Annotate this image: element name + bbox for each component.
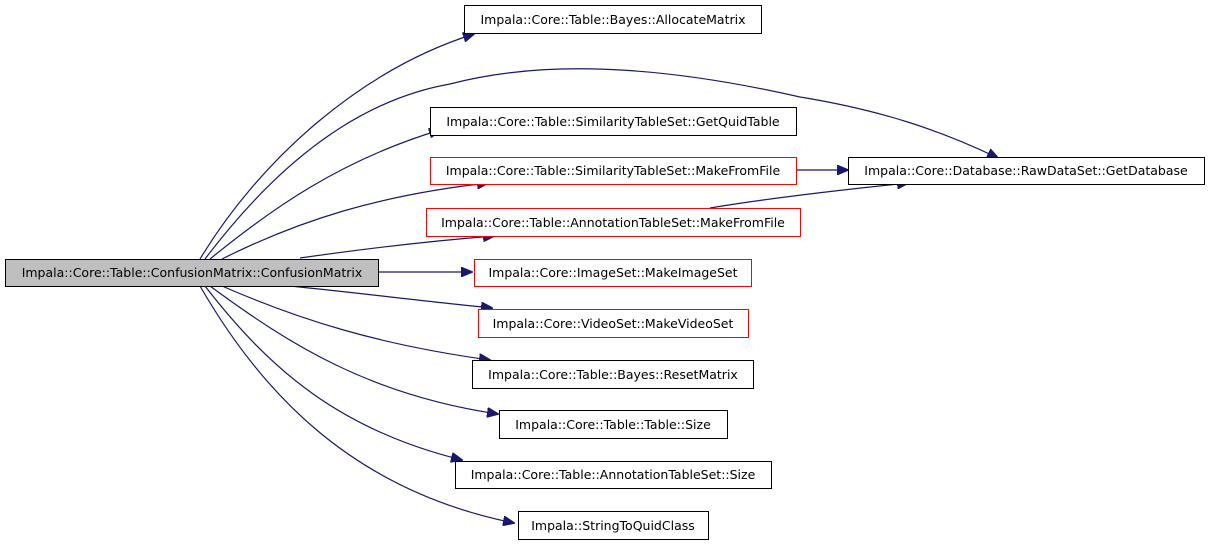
edge-root-to-annmake [299,236,494,259]
node-label: Impala::Core::Table::AnnotationTableSet:… [441,215,785,230]
node-label: Impala::Core::Table::Table::Size [515,417,711,432]
node-annotation-make-from-file[interactable]: Impala::Core::Table::AnnotationTableSet:… [426,208,801,237]
edge-root-to-getdb [204,68,998,260]
node-label: Impala::Core::Table::Bayes::AllocateMatr… [481,12,746,27]
node-label: Impala::StringToQuidClass [531,518,695,533]
node-label: Impala::Core::Table::ConfusionMatrix::Co… [22,265,363,280]
node-label: Impala::Core::Table::AnnotationTableSet:… [471,467,756,482]
node-allocate-matrix[interactable]: Impala::Core::Table::Bayes::AllocateMatr… [464,5,762,34]
node-make-image-set[interactable]: Impala::Core::ImageSet::MakeImageSet [474,259,752,287]
node-label: Impala::Core::Table::SimilarityTableSet:… [446,163,781,178]
edge-root-to-simmake [221,183,488,260]
node-label: Impala::Core::Table::SimilarityTableSet:… [446,114,780,129]
node-make-video-set[interactable]: Impala::Core::VideoSet::MakeVideoSet [478,309,749,338]
node-label: Impala::Core::Database::RawDataSet::GetD… [864,163,1188,178]
node-label: Impala::Core::VideoSet::MakeVideoSet [493,316,734,331]
edge-root-to-tablesize [209,285,498,414]
node-label: Impala::Core::ImageSet::MakeImageSet [488,265,737,280]
edge-root-to-annsize [204,285,462,460]
node-label: Impala::Core::Table::Bayes::ResetMatrix [488,367,738,382]
node-string-to-quid-class[interactable]: Impala::StringToQuidClass [518,511,709,540]
node-confusion-matrix[interactable]: Impala::Core::Table::ConfusionMatrix::Co… [5,259,379,287]
node-reset-matrix[interactable]: Impala::Core::Table::Bayes::ResetMatrix [472,360,754,389]
edge-root-to-reset [221,285,490,360]
node-annotation-size[interactable]: Impala::Core::Table::AnnotationTableSet:… [455,461,772,489]
edge-root-to-getquid [209,130,440,260]
node-similarity-make-from-file[interactable]: Impala::Core::Table::SimilarityTableSet:… [430,157,797,185]
edge-root-to-allocate [199,34,474,260]
node-get-quid-table[interactable]: Impala::Core::Table::SimilarityTableSet:… [430,107,797,136]
edge-annmake-to-getdb [709,183,908,209]
node-table-size[interactable]: Impala::Core::Table::Table::Size [499,410,728,439]
edge-root-to-quidclass [199,285,514,523]
edges [199,34,998,523]
edge-root-to-videoset [289,285,492,308]
node-get-database[interactable]: Impala::Core::Database::RawDataSet::GetD… [848,157,1205,185]
nodes: Impala::Core::Table::ConfusionMatrix::Co… [5,5,1205,540]
